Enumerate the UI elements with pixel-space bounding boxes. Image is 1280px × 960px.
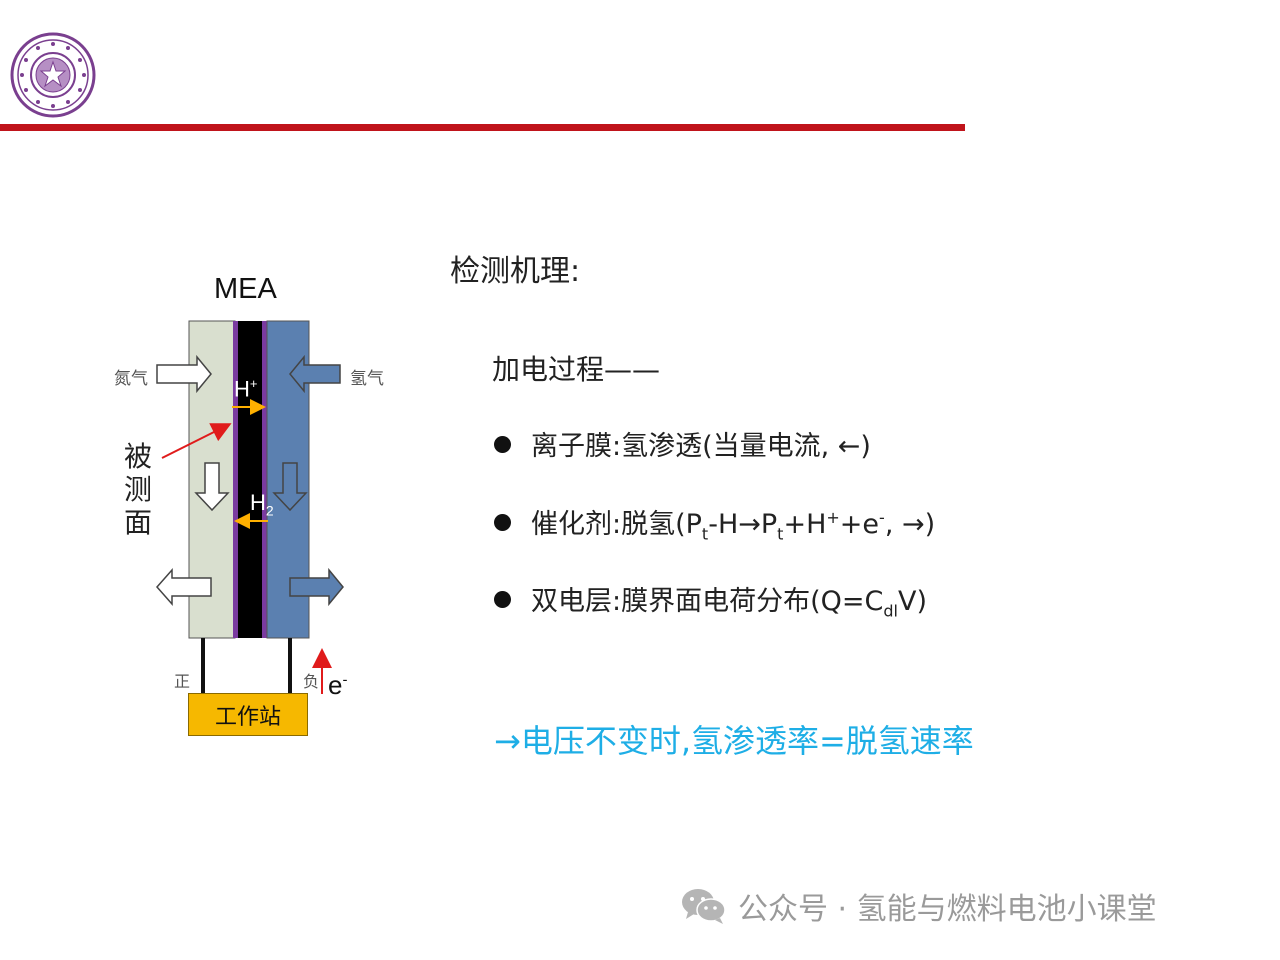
bullet-membrane: 离子膜:氢渗透(当量电流, ←)	[494, 424, 871, 463]
left-down-arrow	[194, 462, 230, 512]
conclusion-text: →电压不变时,氢渗透率=脱氢速率	[494, 722, 974, 760]
bullet-double-layer: 双电层:膜界面电荷分布(Q=CdlV)	[494, 579, 927, 620]
section-heading: 检测机理:	[450, 254, 581, 289]
left-arrow-icon: ←	[837, 431, 861, 462]
nitrogen-inlet-arrow	[156, 354, 212, 394]
watermark-text: 公众号 · 氢能与燃料电池小课堂	[738, 892, 1157, 927]
membrane-edge-right	[262, 321, 267, 638]
right-arrow-icon: →	[901, 509, 925, 540]
membrane	[238, 321, 262, 638]
nitrogen-label: 氮气	[114, 369, 148, 389]
bullet-dot-icon	[494, 436, 511, 453]
hydrogen-inlet-arrow	[289, 354, 341, 394]
membrane-edge-left	[233, 321, 238, 638]
positive-terminal-label: 正	[174, 672, 191, 691]
right-down-arrow	[272, 462, 308, 512]
electron-label: e-	[328, 670, 348, 700]
university-seal-icon	[10, 32, 96, 118]
hydrogen-molecule-label: H2	[250, 490, 274, 519]
measured-side-label: 被测面	[124, 440, 153, 539]
negative-terminal-label: 负	[303, 672, 320, 691]
wechat-icon	[682, 889, 726, 924]
workstation-box: 工作站	[188, 693, 308, 736]
measured-side-pointer	[161, 423, 232, 459]
process-subheading: 加电过程——	[492, 353, 661, 386]
bullet-dot-icon	[494, 591, 511, 608]
nitrogen-outlet-arrow	[155, 568, 212, 606]
bullet-catalyst: 催化剂:脱氢(Pt-H→Pt+H++e-, →)	[494, 502, 935, 543]
right-arrow-icon: →	[738, 509, 761, 540]
bullet-dot-icon	[494, 514, 511, 531]
proton-label: H+	[234, 376, 258, 402]
mea-label: MEA	[214, 273, 277, 305]
watermark: 公众号 · 氢能与燃料电池小课堂	[680, 884, 1157, 928]
hydrogen-gas-label: 氢气	[350, 369, 384, 389]
hydrogen-outlet-arrow	[289, 567, 344, 607]
header-divider-bar	[0, 124, 965, 131]
